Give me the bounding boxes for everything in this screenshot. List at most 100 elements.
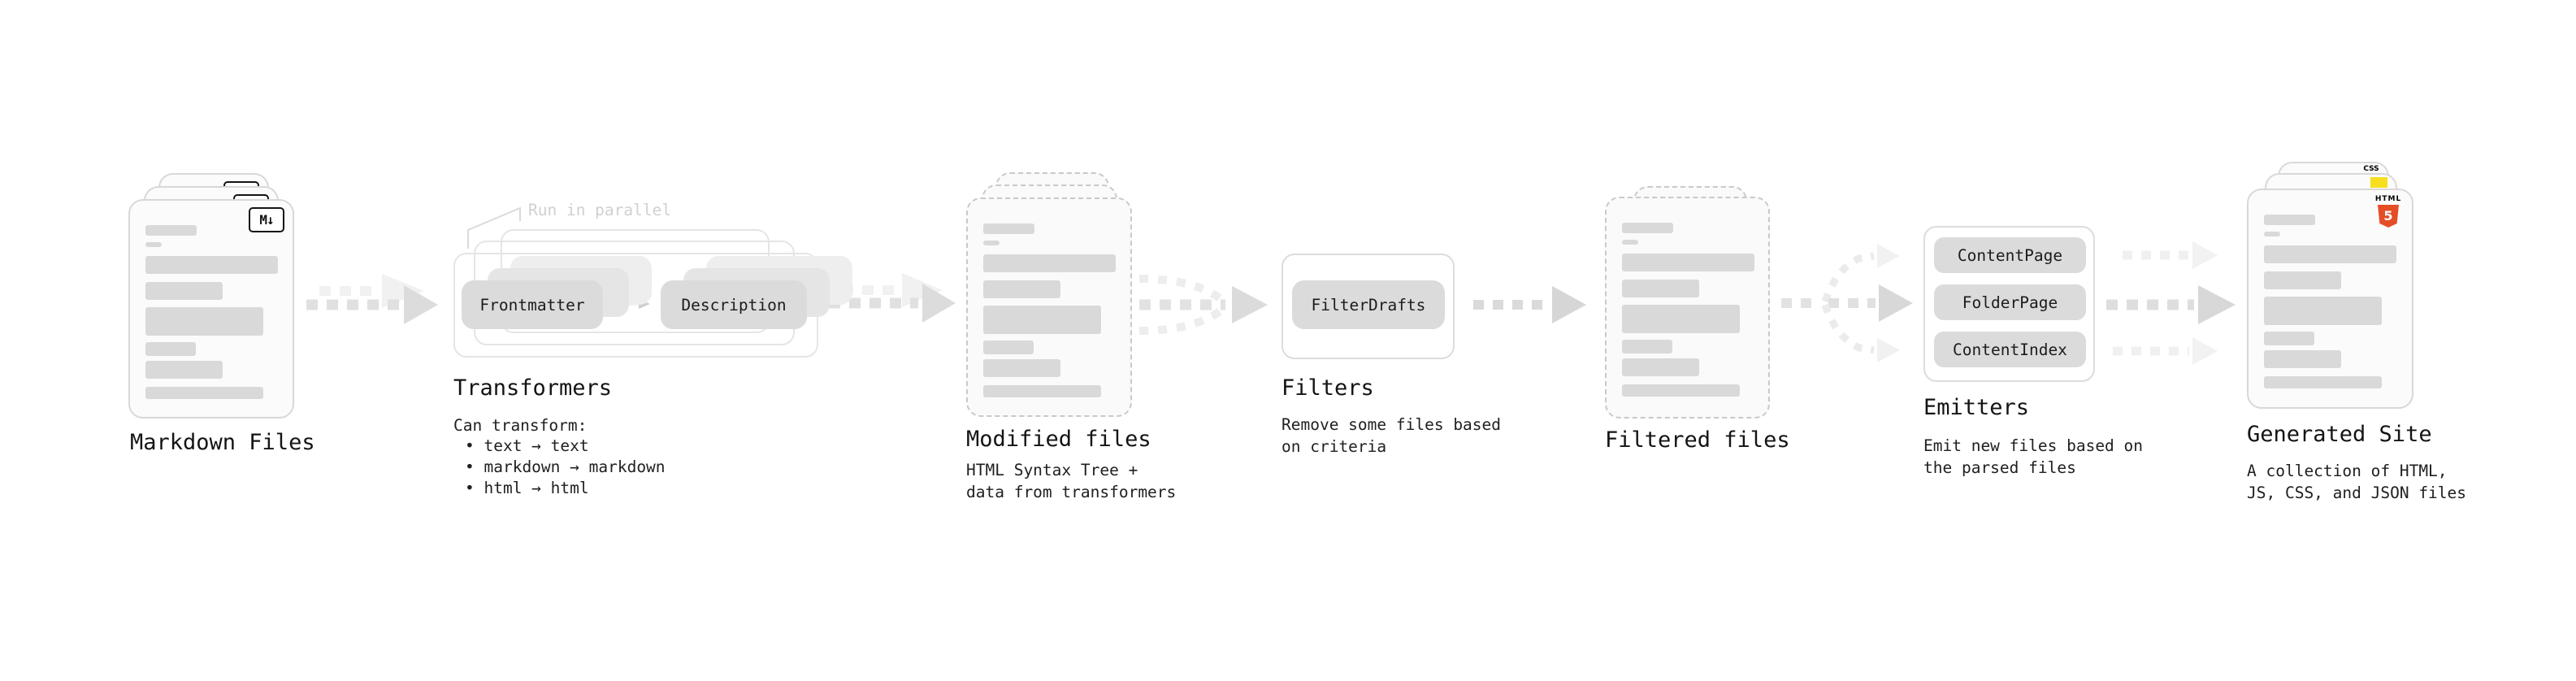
placeholder-bar bbox=[983, 340, 1034, 354]
placeholder-bar bbox=[2264, 245, 2396, 263]
placeholder-bar bbox=[983, 306, 1101, 334]
filters-box bbox=[1281, 254, 1455, 359]
html5-icon-number: 5 bbox=[2383, 208, 2393, 223]
html5-icon: HTML 5 bbox=[2374, 195, 2402, 228]
placeholder-bar bbox=[145, 225, 197, 236]
placeholder-bar bbox=[2264, 271, 2341, 289]
placeholder-bar bbox=[1622, 358, 1699, 376]
transformer-box-back bbox=[501, 229, 770, 333]
placeholder-bar bbox=[983, 385, 1101, 397]
transformers-bullet: • html → html bbox=[465, 479, 589, 497]
modified-file-card-back bbox=[995, 172, 1109, 394]
placeholder-bar bbox=[1622, 240, 1638, 245]
emitters-desc: Emit new files based on bbox=[1923, 436, 2144, 455]
filters-desc: Remove some files based bbox=[1281, 415, 1502, 434]
filterdrafts-pill: FilterDrafts bbox=[1292, 280, 1445, 329]
generated-site-desc: JS, CSS, and JSON files bbox=[2247, 484, 2467, 502]
placeholder-bar bbox=[145, 387, 263, 399]
modified-file-card-front bbox=[966, 197, 1132, 417]
description-pill-ghost-back bbox=[706, 256, 852, 305]
placeholder-bar bbox=[145, 242, 162, 247]
arrow-filters-to-filtered bbox=[1473, 286, 1586, 323]
css-badge: CSS bbox=[2361, 166, 2381, 177]
placeholder-bar bbox=[145, 361, 223, 379]
filters-desc: on criteria bbox=[1281, 437, 1387, 456]
placeholder-bar bbox=[983, 280, 1060, 298]
markdown-file-card-front: M↓ bbox=[128, 199, 294, 419]
generated-file-card-front: HTML 5 bbox=[2247, 189, 2413, 409]
modified-file-card-middle bbox=[982, 184, 1117, 406]
placeholder-bar bbox=[145, 342, 196, 356]
generated-site-title: Generated Site bbox=[2247, 422, 2432, 447]
filters-title: Filters bbox=[1281, 375, 1374, 401]
emitters-desc: the parsed files bbox=[1923, 458, 2076, 477]
placeholder-bar bbox=[1622, 384, 1740, 397]
frontmatter-pill: Frontmatter bbox=[462, 280, 603, 329]
frontmatter-pill-ghost-middle bbox=[488, 268, 629, 317]
run-in-parallel-label: Run in parallel bbox=[528, 201, 672, 219]
placeholder-bar bbox=[2264, 376, 2382, 388]
description-pill: Description bbox=[661, 280, 807, 329]
transformer-box-front bbox=[453, 253, 818, 358]
css-badge-label: CSS bbox=[2363, 165, 2379, 173]
contentindex-pill: ContentIndex bbox=[1934, 332, 2086, 367]
placeholder-bar bbox=[1622, 223, 1673, 233]
html5-icon-shield: 5 bbox=[2378, 205, 2399, 228]
placeholder-bar bbox=[983, 359, 1060, 377]
emitters-title: Emitters bbox=[1923, 395, 2030, 420]
arrow-transformers-to-modified bbox=[829, 273, 956, 323]
css-badge-underline bbox=[2361, 174, 2381, 177]
transformers-title: Transformers bbox=[453, 375, 613, 401]
arrow-modified-to-filters bbox=[1138, 275, 1268, 335]
placeholder-bar bbox=[983, 254, 1116, 272]
placeholder-bar bbox=[2264, 297, 2382, 325]
transformers-bullet: • text → text bbox=[465, 436, 589, 455]
placeholder-bar bbox=[2264, 332, 2314, 345]
frontmatter-pill-ghost-back bbox=[510, 256, 652, 305]
placeholder-bar bbox=[2264, 232, 2280, 236]
placeholder-bar bbox=[2264, 215, 2315, 225]
transformer-box-middle bbox=[474, 241, 795, 345]
placeholder-bar bbox=[983, 223, 1034, 234]
placeholder-bar bbox=[145, 307, 263, 336]
placeholder-bar bbox=[1622, 254, 1754, 271]
placeholder-bar bbox=[145, 282, 223, 300]
generated-file-card-back: CSS bbox=[2278, 162, 2389, 383]
placeholder-bar bbox=[1622, 340, 1672, 354]
markdown-icon: M↓ bbox=[233, 194, 269, 219]
contentpage-pill: ContentPage bbox=[1934, 237, 2086, 273]
placeholder-bar bbox=[145, 256, 278, 274]
modified-files-desc: data from transformers bbox=[966, 483, 1177, 501]
run-in-parallel-connector bbox=[467, 206, 521, 249]
markdown-files-label: Markdown Files bbox=[130, 430, 315, 455]
placeholder-bar bbox=[1622, 280, 1699, 297]
description-pill-ghost-middle bbox=[683, 268, 830, 317]
filtered-file-card-back bbox=[1633, 186, 1747, 408]
transformers-note-heading: Can transform: bbox=[453, 416, 588, 435]
modified-files-title: Modified files bbox=[966, 427, 1151, 452]
arrow-emitters-to-generated bbox=[2106, 241, 2236, 365]
modified-files-desc: HTML Syntax Tree + bbox=[966, 461, 1138, 479]
markdown-file-card-middle: M↓ bbox=[144, 186, 279, 407]
js-badge bbox=[2370, 177, 2387, 188]
html5-icon-label: HTML bbox=[2374, 195, 2402, 203]
placeholder-bar bbox=[1622, 305, 1740, 333]
arrow-markdown-to-transformers bbox=[306, 274, 438, 324]
generated-site-desc: A collection of HTML, bbox=[2247, 462, 2448, 480]
markdown-file-card-back: M↓ bbox=[158, 173, 269, 394]
filtered-file-card-front bbox=[1605, 197, 1770, 419]
filtered-files-label: Filtered files bbox=[1605, 427, 1790, 453]
markdown-icon: M↓ bbox=[249, 207, 284, 232]
emitters-box bbox=[1923, 226, 2095, 382]
folderpage-pill: FolderPage bbox=[1934, 284, 2086, 320]
arrow-filtered-to-emitters bbox=[1781, 244, 1913, 362]
placeholder-bar bbox=[983, 241, 1000, 245]
